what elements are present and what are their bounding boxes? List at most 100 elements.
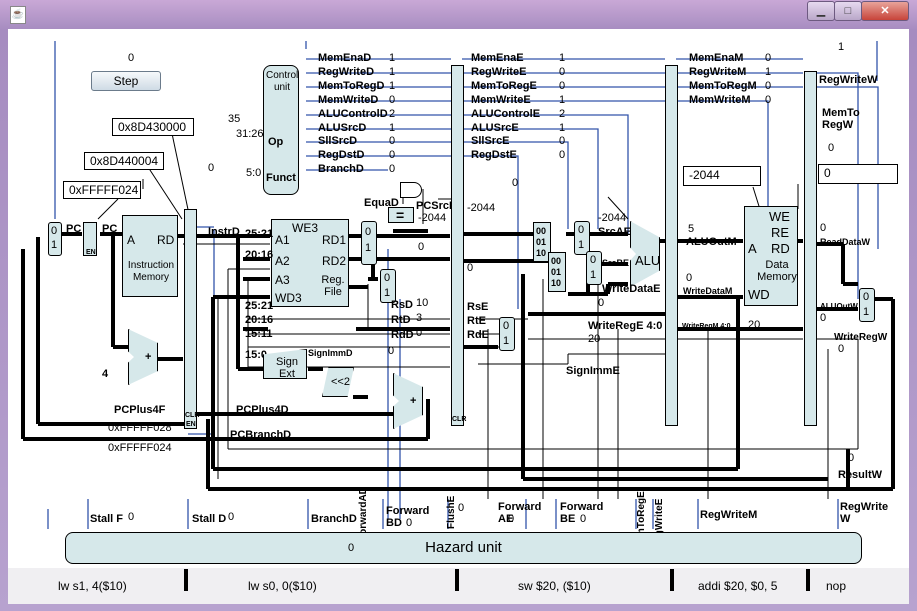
data-memory-display: 0 xyxy=(818,164,898,184)
stage-execute-instruction: sw $20, ($10) xyxy=(518,579,591,593)
rte-label: RtE xyxy=(467,315,486,327)
alu-result-display: -2044 xyxy=(683,166,761,186)
imem-title: Instruction Memory xyxy=(127,260,175,283)
memory-signal-name: RegWriteM xyxy=(689,66,747,78)
writeregm-label: WriteRegM 4:0 xyxy=(682,323,731,330)
stage-fetch-instruction: lw s1, 4($10) xyxy=(58,579,127,593)
execute-signal-value: 0 xyxy=(559,66,566,78)
stalld-label: Stall D xyxy=(192,513,227,525)
decode-signal-value: 1 xyxy=(389,122,396,134)
regfile-title: Reg. File xyxy=(321,274,345,298)
id-ex-clr-label: CLR xyxy=(452,416,467,423)
bits-20-16: 20:16 xyxy=(245,249,274,261)
memory-signal-name: MemWriteM xyxy=(689,94,751,106)
decode-signal-name: RegDstD xyxy=(318,149,365,161)
pc-register: EN xyxy=(83,222,97,256)
rd1-port: RD1 xyxy=(322,233,347,247)
writedatam-label: WriteDataM xyxy=(683,286,733,296)
a2-port: A2 xyxy=(275,254,290,268)
pipeline-status-bar: lw s1, 4($10) lw s0, 0($10) sw $20, ($10… xyxy=(8,568,909,604)
writedatae-label: WriteDataE xyxy=(602,283,661,295)
rd2-mux-1: 1 xyxy=(384,287,391,299)
writeregw-value: 0 xyxy=(838,343,845,355)
stalld-value: 0 xyxy=(228,511,235,523)
fwd-b-00: 00 xyxy=(551,256,562,266)
memory-signal-name: MemToRegM xyxy=(689,80,757,92)
execute-signal-name: ALUSrcE xyxy=(471,122,519,134)
dmem-a-port: A xyxy=(748,241,757,256)
writerege-value: 20 xyxy=(588,333,601,345)
dmem-we-port: WE xyxy=(769,209,790,224)
readdataw-label: ReadDataW xyxy=(820,237,871,247)
fwd-b-10: 10 xyxy=(551,278,562,288)
rd1-mux-0: 0 xyxy=(365,226,372,238)
decode-signal-name: SllSrcD xyxy=(318,135,358,147)
execute-signal-value: 1 xyxy=(559,94,566,106)
stage-decode-instruction: lw s0, 0($10) xyxy=(248,579,317,593)
alu-label: ALU xyxy=(635,253,661,268)
resultw-value: 0 xyxy=(848,452,855,464)
dmem-rd-port: RD xyxy=(771,241,790,256)
decode-zero-value: 0 xyxy=(418,241,425,253)
decode-signal-value: 1 xyxy=(389,80,396,92)
register-file: WE3 A1 A2 A3 WD3 RD1 RD2 Reg. File xyxy=(271,219,349,307)
maximize-button[interactable]: □ xyxy=(834,1,862,21)
srcb-mux-1: 1 xyxy=(590,269,597,281)
stallf-value: 0 xyxy=(128,511,135,523)
control-unit: Control unit Op Funct xyxy=(263,65,299,195)
decode-signal-name: BranchD xyxy=(318,163,364,175)
regwritem-label: RegWriteM xyxy=(700,509,758,521)
memory-signal-name: MemEnaM xyxy=(689,52,744,64)
fetch-zero-value: 0 xyxy=(208,162,215,174)
we3-port: WE3 xyxy=(292,221,319,235)
pcsrcd-value: -2044 xyxy=(418,212,447,224)
decode-signal-value: 1 xyxy=(389,66,396,78)
forwardae-value: 0 xyxy=(508,513,515,525)
shift-title: <<2 xyxy=(331,376,350,388)
rtd-value: 3 xyxy=(416,312,423,324)
if-id-pipeline-register: CLR EN xyxy=(184,209,199,429)
resultw-label: ResultW xyxy=(838,469,882,481)
stage-separator xyxy=(455,569,459,591)
op-value: 35 xyxy=(228,113,241,125)
result-mux: 0 1 xyxy=(859,288,875,322)
top-right-wire-value: 1 xyxy=(838,41,845,53)
adder-plus-sign: + xyxy=(145,351,152,363)
decode-signal-name: MemWriteD xyxy=(318,94,379,106)
execute-signal-name: SllSrcE xyxy=(471,135,510,147)
close-button[interactable]: ✕ xyxy=(861,1,909,21)
rd1-forward-mux: 0 1 xyxy=(361,221,377,265)
ex-mem-pipeline-register xyxy=(665,65,678,426)
id-ex-pipeline-register: CLR xyxy=(451,65,467,426)
pcplus4f-value: 0xFFFFF028 xyxy=(108,422,172,434)
forward-a-mux: 00 01 10 xyxy=(533,222,551,262)
aluoutw-label: ALUOutW xyxy=(820,302,858,311)
op-port: Op xyxy=(268,136,284,148)
if-id-en-label: EN xyxy=(186,421,196,428)
instrd-label: InstrD xyxy=(208,226,240,238)
forwardbe-label: Forward BE xyxy=(560,501,604,525)
srca-mux-0: 0 xyxy=(578,224,585,236)
minimize-button[interactable]: ▁ xyxy=(807,1,835,21)
execute-signal-value: 0 xyxy=(559,135,566,147)
srcb-mux: 0 1 xyxy=(586,251,602,285)
stallf-label: Stall F xyxy=(90,513,124,525)
fwd-a-00: 00 xyxy=(536,226,547,236)
decode-signal-name: MemToRegD xyxy=(318,80,385,92)
memory-signal-value: 0 xyxy=(765,52,772,64)
pcbranch-value: 0xFFFFF024 xyxy=(108,442,172,454)
step-button[interactable]: Step xyxy=(91,71,161,91)
decode-signal-name: ALUControlD xyxy=(318,108,388,120)
hazard-unit: Hazard unit xyxy=(65,532,862,564)
equad-label: EquaD xyxy=(364,197,399,209)
bits-20-16-b: 20:16 xyxy=(245,314,274,326)
branchd-hazard-label: BranchD xyxy=(311,513,357,525)
flushe-value: 0 xyxy=(458,502,465,514)
branch-and-gate xyxy=(400,182,422,198)
memory-signal-value: 0 xyxy=(765,94,772,106)
rd1-mux-1: 1 xyxy=(365,242,372,254)
pc-label-2: PC xyxy=(102,223,118,235)
regdst-mux-1: 1 xyxy=(503,335,510,347)
decode-signal-value: 0 xyxy=(389,135,396,147)
